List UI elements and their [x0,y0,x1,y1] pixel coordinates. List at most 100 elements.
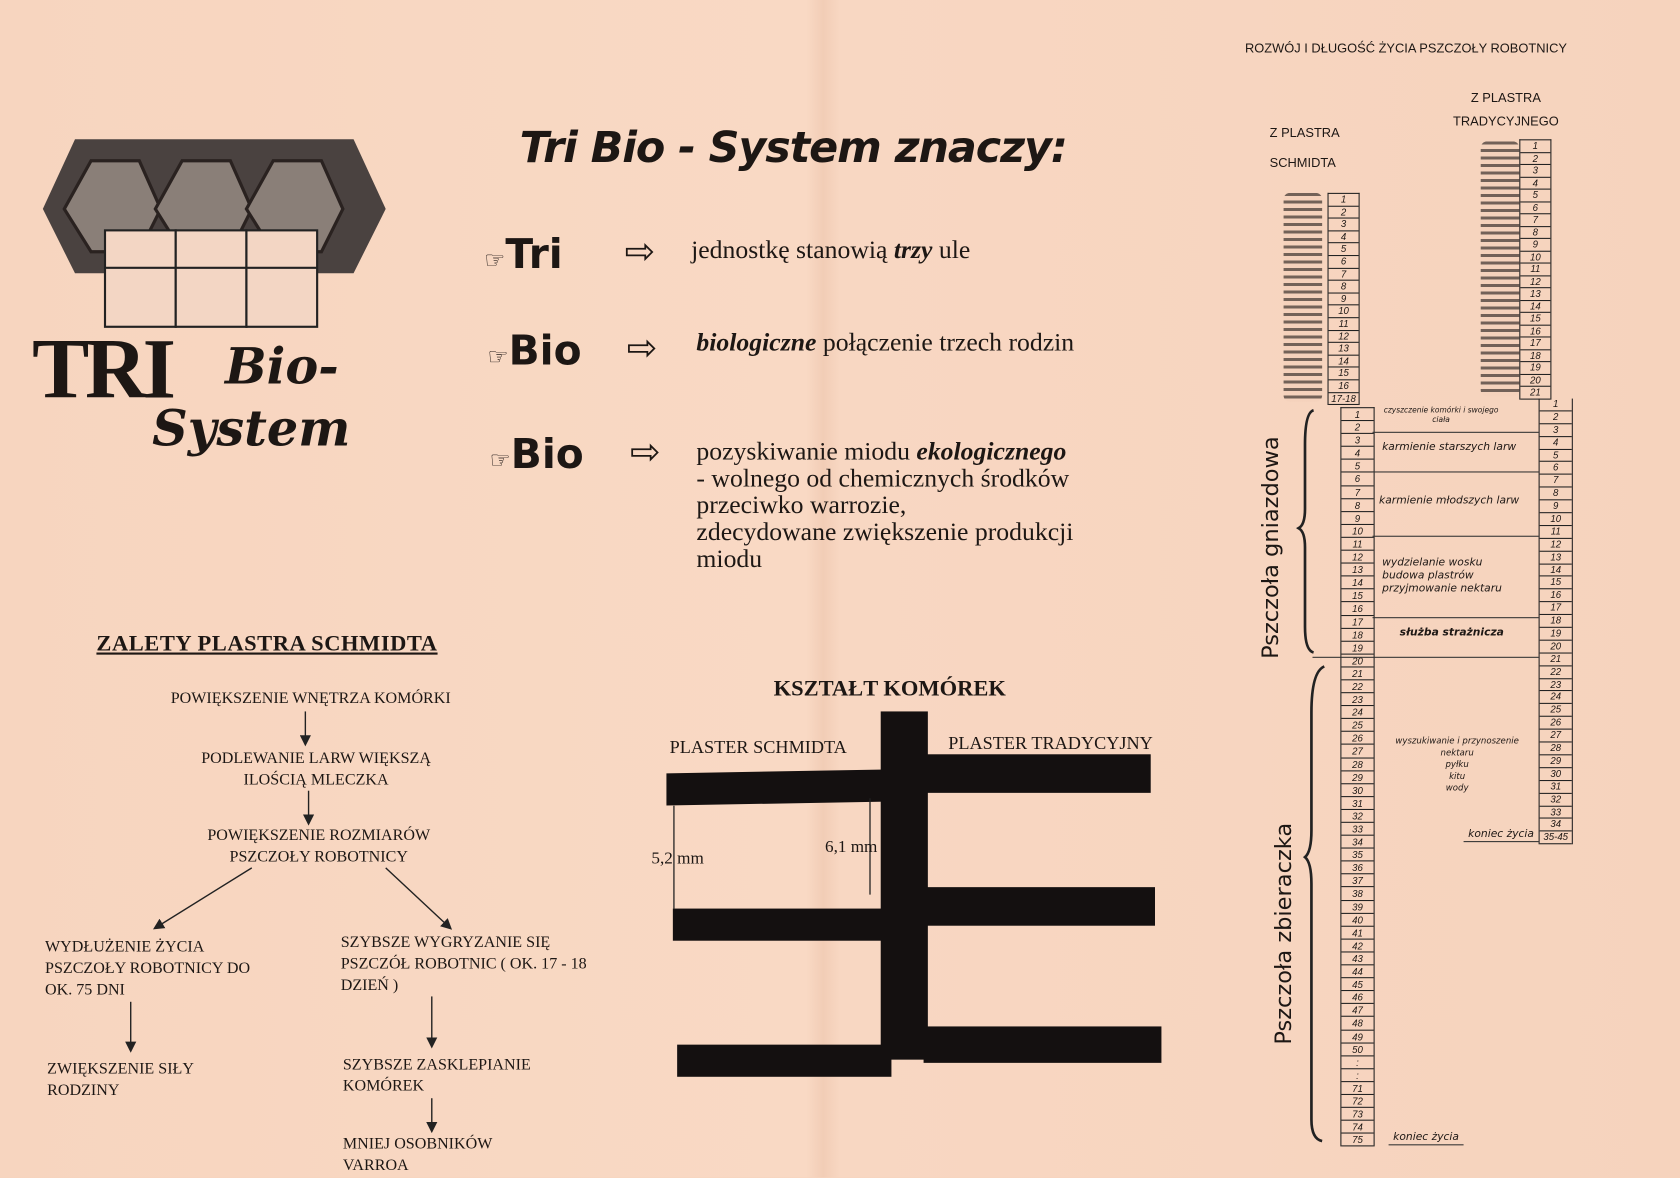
day-cell: 1 [1341,408,1374,422]
end-of-life-traditional: koniec życia [1463,828,1539,843]
end-of-life-schmidt: koniec życia [1388,1131,1464,1146]
logo-system: System [152,399,351,458]
day-cell: 17 [1341,616,1374,629]
day-cell: 10 [1520,251,1551,264]
flow-node-3: POWIĘKSZENIE ROZMIARÓW PSZCZOŁY ROBOTNIC… [207,827,431,866]
meaning-bio-2-text: pozyskiwanie miodu ekologicznego - wolne… [696,438,1074,574]
day-cell: 7 [1520,214,1551,227]
page-title: Tri Bio - System znaczy: [519,123,1068,173]
cell-wall [672,908,888,941]
phase-braces [1296,409,1325,1143]
day-cell: 19 [1539,628,1572,641]
day-cell: 11 [1328,318,1359,331]
honeycomb-hive-icon [42,139,386,328]
day-cell: 9 [1520,239,1551,252]
logo-tri: TRI [32,322,176,417]
day-cell: 42 [1341,939,1374,953]
day-cell: 4 [1520,177,1551,190]
day-cell: 26 [1539,717,1572,730]
day-cell: 32 [1341,810,1374,823]
day-cell: 45 [1341,978,1374,992]
logo-bio: Bio- [225,337,339,396]
meaning-bio-1: ☞Bio [487,326,582,374]
day-cell: 12 [1341,551,1374,564]
day-cell: 18 [1520,350,1551,363]
larva-drawing-traditional [1480,141,1520,397]
day-cell: 32 [1539,794,1572,807]
day-cell: 38 [1341,888,1374,901]
meaning-bio-2: ☞Bio [489,430,584,478]
day-cell: 10 [1341,525,1374,538]
advantages-title: ZALETY PLASTRA SCHMIDTA [96,630,438,656]
day-cell: 17 [1539,602,1572,616]
day-cell: 20 [1539,641,1572,654]
day-cell: 3 [1341,434,1374,448]
day-cell: 1 [1539,399,1572,412]
larva-drawing-schmidt [1283,192,1323,402]
task-feeding-older: karmienie starszych larw [1382,441,1517,454]
day-cell: 15 [1341,590,1374,603]
day-cell: 4 [1539,437,1572,450]
arrow-icon: ⇨ [624,232,656,273]
day-cell: 6 [1520,202,1551,215]
day-cell: 72 [1341,1095,1374,1108]
cells-right-label: PLASTER TRADYCYJNY [948,732,1153,754]
day-cell: 9 [1328,293,1359,306]
day-cell: 13 [1539,551,1572,565]
day-cell: 7 [1539,475,1572,488]
day-cell: 47 [1341,1004,1374,1018]
day-cell: 12 [1539,539,1572,552]
task-guard: służba strażnicza [1399,626,1504,639]
day-cell: 37 [1341,875,1374,888]
day-cell: 2 [1328,206,1359,219]
day-cell: 16 [1341,603,1374,616]
comb-midrib [880,711,928,1060]
task-cleaning: czyszczenie komórki i swojego ciała [1383,406,1499,425]
logo: TRI Bio- System [32,134,386,498]
day-cell: 30 [1341,784,1374,797]
day-cell: 1 [1520,140,1551,153]
day-cell: 34 [1539,819,1572,832]
day-cell: 33 [1341,823,1374,836]
day-cell: 44 [1341,965,1374,979]
day-cell: 11 [1341,538,1374,551]
day-cell: 22 [1539,666,1572,679]
day-cell: 8 [1539,488,1572,501]
day-cell: 49 [1341,1030,1374,1044]
day-cell: 27 [1539,730,1572,743]
day-cell: 12 [1328,331,1359,343]
day-cell: 22 [1341,680,1374,694]
day-cell: 14 [1328,355,1359,368]
cell-wall [923,1026,1162,1063]
day-cell: 15 [1328,368,1359,381]
day-cell: 29 [1341,771,1374,784]
task-feeding-younger: karmienie młodszych larw [1379,495,1520,507]
flow-node-2: PODLEWANIE LARW WIĘKSZĄ ILOŚCIĄ MLECZKA [201,750,431,789]
day-cell: 5 [1520,190,1551,202]
day-cell: 8 [1328,281,1359,294]
day-cell: 21 [1539,653,1572,667]
day-cell: 24 [1341,706,1374,720]
day-cell: 30 [1539,768,1572,781]
cell-wall [923,887,1156,926]
day-cell: 19 [1520,362,1551,375]
day-cell: 20 [1520,374,1551,387]
day-cell: 46 [1341,991,1374,1005]
day-cell: 41 [1341,927,1374,940]
day-cell: 28 [1341,758,1374,772]
day-cell: 36 [1341,862,1374,875]
flowchart-arrows [125,711,453,1134]
pointing-hand-icon: ☞ [489,446,511,474]
day-cell: 17 [1520,338,1551,350]
pointing-hand-icon: ☞ [487,342,509,370]
day-cell: 8 [1341,499,1374,512]
flow-node-5: ZWIĘKSZENIE SIŁY RODZINY [47,1060,194,1100]
flow-node-7: SZYBSZE ZASKLEPIANIE KOMÓREK [342,1056,531,1096]
day-cell: 11 [1539,526,1572,539]
day-cell: 6 [1328,256,1359,269]
day-cell: 40 [1341,914,1374,927]
